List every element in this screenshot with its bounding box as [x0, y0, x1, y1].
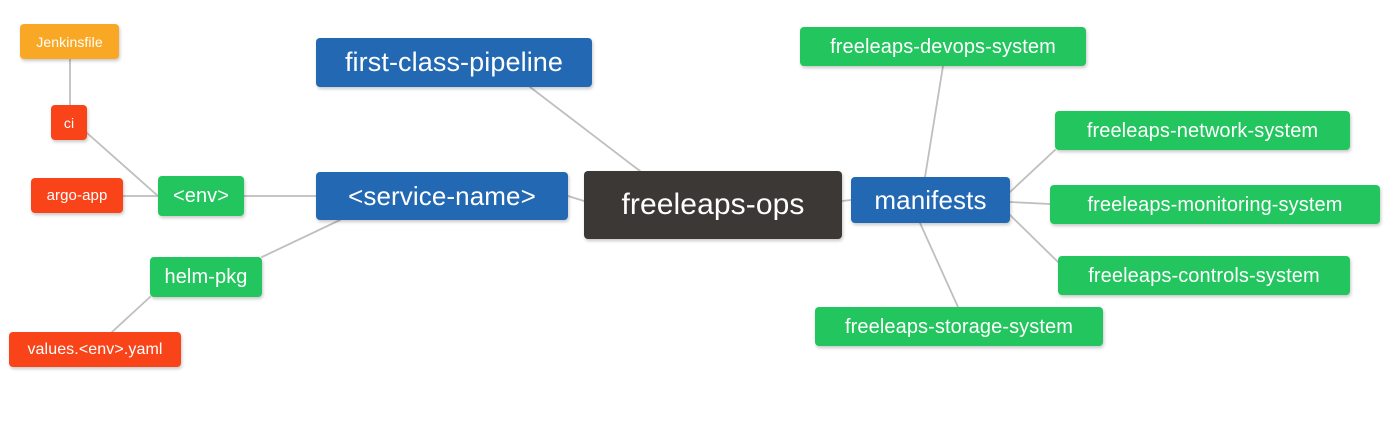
node-freeleaps-network-system[interactable]: freeleaps-network-system — [1055, 111, 1350, 150]
node-ci[interactable]: ci — [51, 105, 87, 140]
node-label: <env> — [172, 185, 230, 207]
node-freeleaps-storage-system[interactable]: freeleaps-storage-system — [815, 307, 1103, 346]
node-jenkinsfile[interactable]: Jenkinsfile — [20, 24, 119, 59]
node-freeleaps-devops-system[interactable]: freeleaps-devops-system — [800, 27, 1086, 66]
edge-e-manifests-storage — [919, 222, 959, 308]
node-freeleaps-ops[interactable]: freeleaps-ops — [584, 171, 842, 239]
node-label: <service-name> — [348, 181, 536, 211]
node-argo-app[interactable]: argo-app — [31, 178, 123, 213]
edge-e-manifests-network — [1009, 149, 1056, 193]
node-freeleaps-monitoring-system[interactable]: freeleaps-monitoring-system — [1050, 185, 1380, 224]
node-label: first-class-pipeline — [344, 47, 564, 77]
node-env[interactable]: <env> — [158, 176, 244, 216]
edge-e-manifests-devops — [924, 65, 944, 178]
node-manifests[interactable]: manifests — [851, 177, 1010, 223]
node-label: ci — [63, 114, 75, 131]
node-service-name[interactable]: <service-name> — [316, 172, 568, 220]
node-label: argo-app — [46, 187, 108, 204]
node-label: helm-pkg — [164, 266, 248, 288]
edge-e-root-manifests — [841, 199, 852, 202]
node-helm-pkg[interactable]: helm-pkg — [150, 257, 262, 297]
node-label: manifests — [874, 185, 987, 215]
edge-e-pipeline-root — [529, 86, 641, 172]
node-label: values.<env>.yaml — [27, 340, 163, 358]
edge-e-values-helm — [111, 296, 151, 333]
node-label: Jenkinsfile — [36, 33, 103, 50]
edge-e-service-root — [567, 195, 585, 202]
node-values-yaml[interactable]: values.<env>.yaml — [9, 332, 181, 367]
node-label: freeleaps-ops — [621, 188, 805, 221]
node-label: freeleaps-devops-system — [830, 35, 1056, 58]
node-label: freeleaps-storage-system — [844, 315, 1074, 338]
node-label: freeleaps-monitoring-system — [1087, 193, 1343, 216]
node-freeleaps-controls-system[interactable]: freeleaps-controls-system — [1058, 256, 1350, 295]
node-label: freeleaps-network-system — [1086, 119, 1319, 142]
node-first-class-pipeline[interactable]: first-class-pipeline — [316, 38, 592, 87]
node-label: freeleaps-controls-system — [1088, 264, 1320, 287]
edge-e-helm-service — [261, 219, 341, 258]
edge-e-manifests-monitoring — [1009, 201, 1051, 205]
